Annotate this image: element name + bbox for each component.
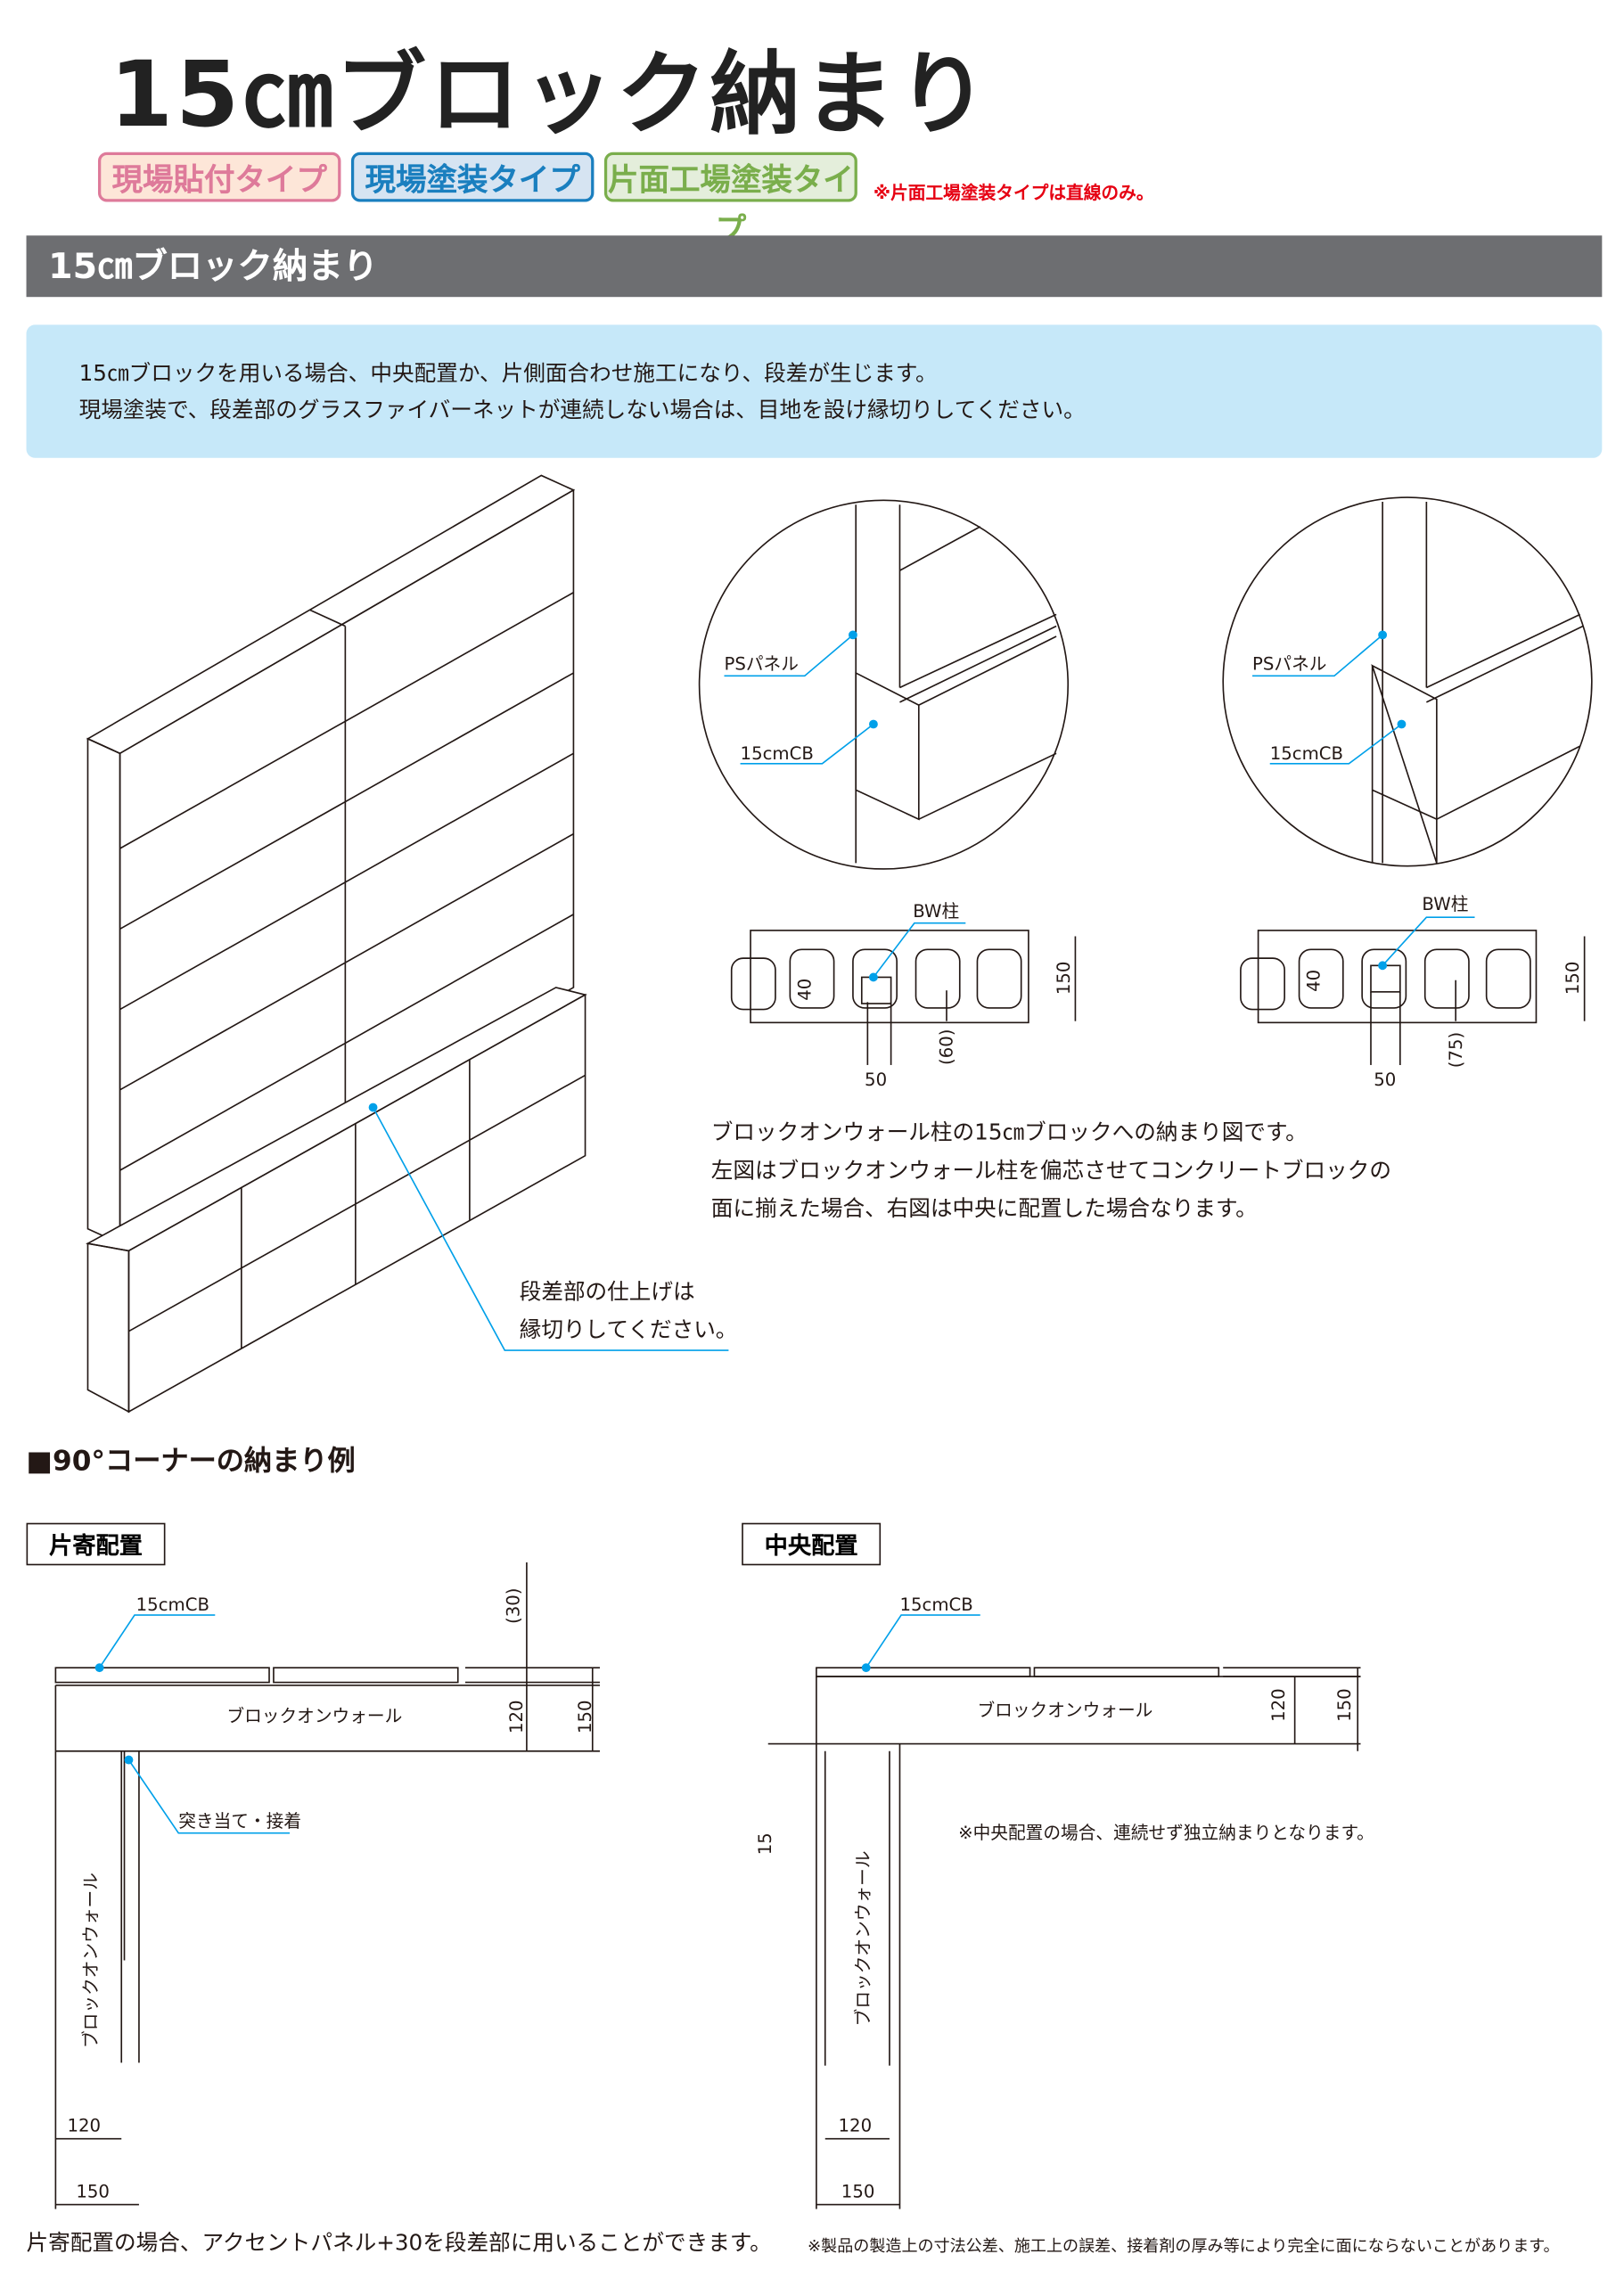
detail-text-line: 左図はブロックオンウォール柱を偏芯させてコンクリートブロックの — [710, 1157, 1391, 1184]
badge-note: ※片面工場塗装タイプは直線のみ。 — [873, 183, 1154, 204]
section-header: 15㎝ブロック納まり — [26, 235, 1603, 298]
label-15cmcb: 15cmCB — [741, 743, 814, 764]
info-line: 15㎝ブロックを用いる場合、中央配置か、片側面合わせ施工になり、段差が生じます。 — [78, 359, 938, 387]
label-wall-vertical: ブロックオンウォール — [80, 1873, 101, 2048]
tag-center-placement: 中央配置 — [742, 1522, 882, 1566]
badge-factory-painted: 片面工場塗装タイプ — [603, 152, 857, 247]
detail-text-line: 面に揃えた場合、右図は中央に配置した場合なります。 — [710, 1195, 1258, 1222]
dim-150: 150 — [76, 2181, 110, 2201]
label-ps-panel: PSパネル — [1252, 654, 1326, 675]
dim-offset-right: (75) — [1446, 1032, 1466, 1068]
dim-offset-left: (60) — [937, 1029, 957, 1065]
detail-text-line: ブロックオンウォール柱の15㎝ブロックへの納まり図です。 — [710, 1119, 1308, 1146]
label-15cmcb: 15cmCB — [1270, 743, 1343, 764]
detail-circle-right — [1222, 496, 1593, 867]
callout-line: 縁切りしてください。 — [519, 1316, 738, 1343]
detail-description: ブロックオンウォール柱の15㎝ブロックへの納まり図です。 左図はブロックオンウォ… — [711, 1113, 1391, 1227]
detail-circle-left — [698, 499, 1070, 870]
dim-150: 150 — [841, 2181, 875, 2201]
label-butt-joint: 突き当て・接着 — [178, 1811, 301, 1832]
dim-150: 150 — [1562, 962, 1583, 996]
info-line: 現場塗装で、段差部のグラスファイバーネットが連続しない場合は、目地を設け縁切りし… — [78, 396, 1086, 423]
wall-isometric-drawing — [86, 474, 587, 1414]
dim-150: 150 — [1054, 962, 1074, 996]
label-15cmcb: 15cmCB — [136, 1594, 209, 1615]
dim-150: 150 — [1334, 1688, 1355, 1722]
info-box: 15㎝ブロックを用いる場合、中央配置か、片側面合わせ施工になり、段差が生じます。… — [26, 324, 1603, 458]
dim-50: 50 — [865, 1070, 887, 1090]
footer-note-right: ※製品の製造上の寸法公差、施工上の誤差、接着剤の厚み等により完全に面にならないこ… — [808, 2236, 1560, 2257]
label-bw-column: BW柱 — [1422, 894, 1468, 914]
badge-site-painted: 現場塗装タイプ — [350, 152, 595, 202]
corner-heading: ■90°コーナーの納まり例 — [26, 1445, 356, 1478]
callout-lines — [98, 634, 1475, 1834]
dim-120: 120 — [839, 2116, 873, 2136]
block-section-left — [730, 930, 1077, 1065]
wall-callout: 段差部の仕上げは 縁切りしてください。 — [520, 1273, 738, 1348]
tag-offset-placement: 片寄配置 — [26, 1522, 166, 1566]
footer-note-left: 片寄配置の場合、アクセントパネル+30を段差部に用いることができます。 — [26, 2229, 772, 2257]
label-wall: ブロックオンウォール — [226, 1706, 402, 1726]
dim-40: 40 — [794, 979, 815, 1001]
dim-150: 150 — [575, 1700, 595, 1734]
label-ps-panel: PSパネル — [724, 654, 798, 675]
dim-15: 15 — [755, 1832, 775, 1855]
badge-site-applied: 現場貼付タイプ — [97, 152, 341, 202]
central-note: ※中央配置の場合、連続せず独立納まりとなります。 — [958, 1823, 1374, 1843]
corner-plan-left — [54, 1562, 600, 2209]
label-bw-column: BW柱 — [913, 901, 959, 922]
dim-30: (30) — [504, 1588, 524, 1624]
callout-line: 段差部の仕上げは — [519, 1278, 695, 1306]
label-wall: ブロックオンウォール — [977, 1700, 1152, 1720]
dim-40: 40 — [1304, 970, 1325, 992]
dim-120: 120 — [1268, 1688, 1289, 1722]
label-15cmcb: 15cmCB — [899, 1594, 972, 1615]
dim-50: 50 — [1374, 1070, 1396, 1090]
block-section-right — [1240, 930, 1586, 1065]
dim-120: 120 — [68, 2116, 102, 2136]
dim-120: 120 — [506, 1700, 527, 1734]
label-wall-vertical: ブロックオンウォール — [853, 1850, 874, 2026]
corner-plan-right — [767, 1667, 1361, 2209]
callout-dots — [94, 630, 1407, 1765]
page-title: 15㎝ブロック納まり — [110, 40, 991, 148]
